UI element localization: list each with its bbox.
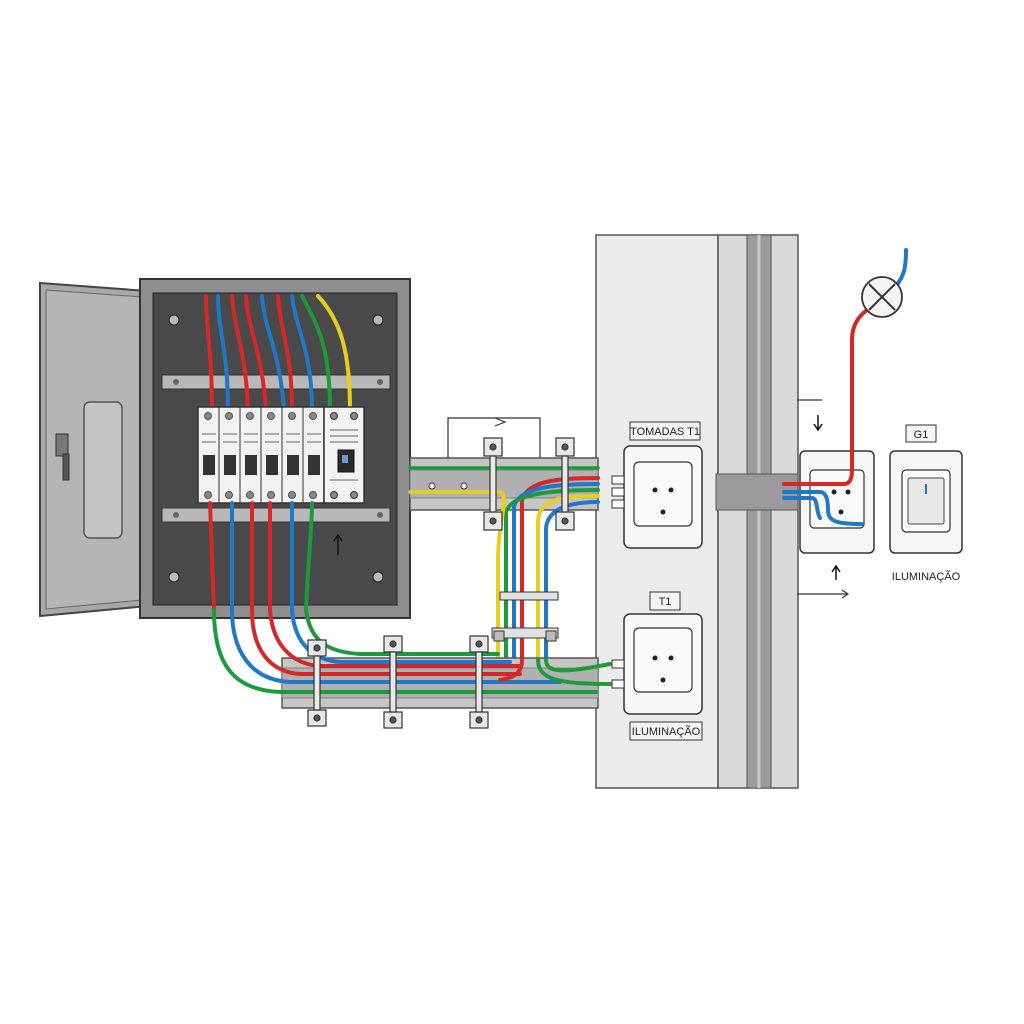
handle-icon[interactable]	[55, 433, 70, 481]
up-arrow	[333, 533, 343, 555]
label-iluminacao-box: ILUMINAÇÃO	[632, 725, 701, 738]
outlet-t1[interactable]: T1 ILUMINAÇÃO	[611, 591, 703, 741]
din-rail-top	[161, 374, 391, 390]
outlet-tomadas-t1[interactable]: TOMADAS T1	[611, 421, 703, 549]
din-rail-bottom	[161, 507, 391, 523]
breaker-row	[197, 406, 365, 504]
label-t1: T1	[659, 596, 672, 608]
panel-door[interactable]	[39, 281, 149, 618]
upper-tray-clamps	[483, 437, 575, 531]
light-switch-g1[interactable]: G1 ILUMINAÇÃO	[889, 424, 963, 583]
panel-screws	[168, 314, 384, 583]
riser-wires	[496, 476, 600, 662]
lower-tray-clamps	[307, 635, 489, 729]
label-iluminacao-switch: ILUMINAÇÃO	[892, 570, 961, 583]
label-g1: G1	[914, 429, 929, 441]
panel-wires-bottom	[208, 501, 314, 612]
panel-wires-top	[204, 294, 352, 412]
distribution-panel	[139, 278, 411, 619]
label-tomadas-t1: TOMADAS T1	[630, 426, 700, 438]
switch-icon[interactable]	[901, 469, 951, 533]
lamp-x-icon	[861, 276, 903, 318]
riser-clamp	[491, 591, 559, 642]
wall-column	[595, 234, 799, 789]
